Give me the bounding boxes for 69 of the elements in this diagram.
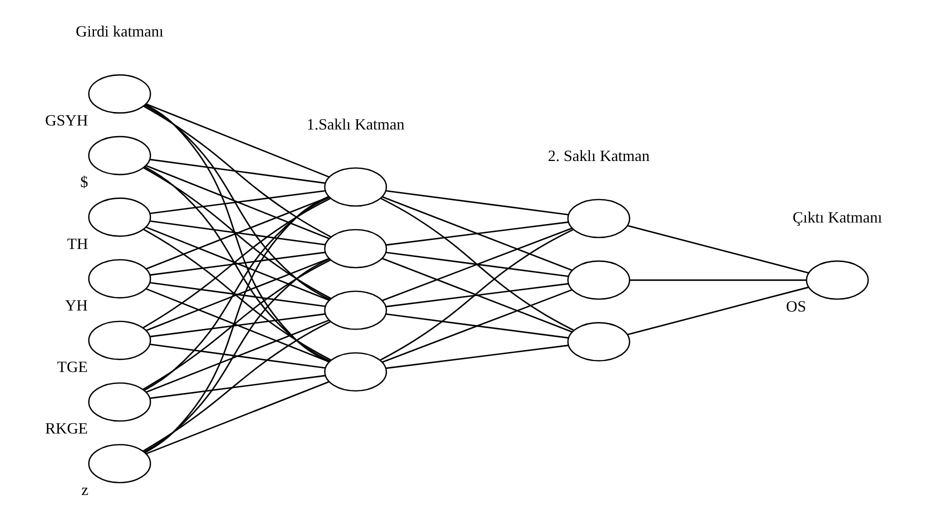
node-circle xyxy=(324,167,387,207)
connector xyxy=(144,196,330,391)
node-circle xyxy=(566,260,630,300)
connector xyxy=(629,279,806,281)
connector xyxy=(149,252,325,276)
label: 2. Saklı Katman xyxy=(547,148,650,165)
node-circle xyxy=(88,74,151,114)
node-circle xyxy=(566,322,630,362)
connector xyxy=(149,282,325,308)
connector xyxy=(142,259,330,390)
connector xyxy=(145,288,329,362)
node-circle xyxy=(324,228,387,268)
node-circle xyxy=(88,320,151,360)
node-circle xyxy=(324,290,387,330)
connector xyxy=(145,103,329,178)
node-circle xyxy=(805,260,868,300)
connector xyxy=(626,286,808,336)
label: 1.Saklı Katman xyxy=(306,116,404,134)
connector xyxy=(385,221,568,246)
node-label: YH xyxy=(64,297,88,314)
node-label: TH xyxy=(66,236,88,253)
node-circle xyxy=(566,198,630,238)
label: Çıktı Katmanı xyxy=(792,210,882,227)
connector xyxy=(149,190,325,214)
connector xyxy=(146,320,329,393)
connector xyxy=(142,106,331,238)
node-label: $ xyxy=(80,174,88,192)
connector xyxy=(385,283,568,308)
connector xyxy=(142,321,330,452)
label: Girdi katmanı xyxy=(75,23,163,40)
connector xyxy=(381,258,572,333)
connector xyxy=(149,313,325,338)
node-circle xyxy=(88,136,151,176)
connector xyxy=(385,252,568,277)
connector xyxy=(380,228,573,361)
connector xyxy=(385,344,568,369)
connector xyxy=(381,289,572,363)
connector xyxy=(385,190,568,216)
connector xyxy=(385,313,568,339)
connector xyxy=(149,374,325,399)
connector xyxy=(145,226,329,301)
connector xyxy=(144,166,330,362)
node-label: RKGE xyxy=(44,420,88,438)
node-label: GSYH xyxy=(44,112,88,130)
connector xyxy=(142,228,331,361)
connector xyxy=(144,196,329,454)
node-circle xyxy=(88,259,151,298)
node-label: OS xyxy=(786,298,806,316)
node-circle xyxy=(88,444,151,484)
node-circle xyxy=(324,352,387,392)
connector xyxy=(142,167,331,300)
node-circle xyxy=(88,382,151,422)
connector xyxy=(381,196,572,271)
connector xyxy=(146,381,329,454)
connector xyxy=(146,258,329,332)
connector xyxy=(142,198,330,328)
connector xyxy=(145,164,329,240)
node-label: z xyxy=(80,482,88,500)
connector xyxy=(144,258,330,452)
connector xyxy=(626,224,808,274)
connector xyxy=(381,227,572,302)
connector xyxy=(380,198,574,331)
connector xyxy=(149,158,325,184)
connector xyxy=(144,104,329,362)
connector xyxy=(149,220,325,246)
connector xyxy=(144,104,330,300)
node-label: TGE xyxy=(56,358,88,376)
connector xyxy=(149,344,325,369)
node-circle xyxy=(88,198,151,237)
